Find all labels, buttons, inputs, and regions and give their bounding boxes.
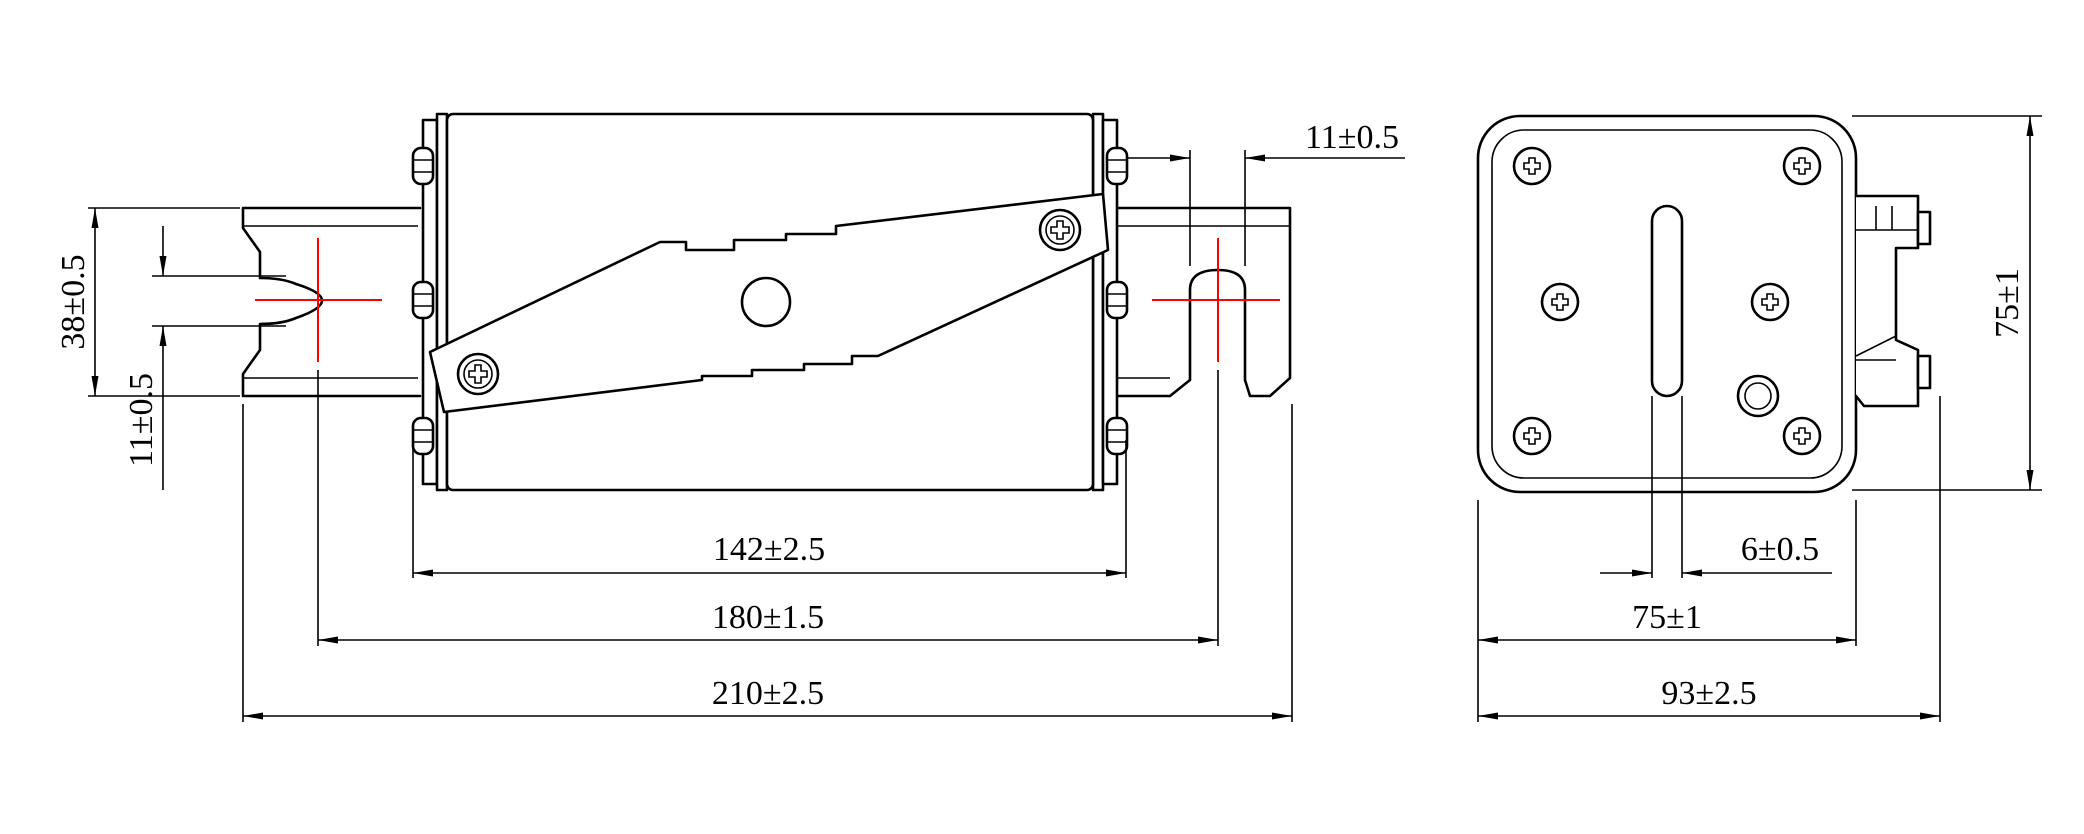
screw-icon — [1038, 208, 1082, 252]
indicator-hole — [740, 276, 792, 328]
dim-slot-height: 11±0.5 — [123, 226, 167, 490]
svg-text:11±0.5: 11±0.5 — [1305, 119, 1399, 156]
centerline-left — [255, 238, 382, 362]
screw-icon — [1782, 416, 1822, 456]
bolt-icon — [411, 416, 435, 456]
dim-blade-height: 38±0.5 — [55, 208, 99, 396]
screw-icon — [1512, 416, 1552, 456]
svg-text:11±0.5: 11±0.5 — [123, 373, 160, 467]
svg-text:6±0.5: 6±0.5 — [1741, 531, 1819, 568]
status-indicator — [1736, 374, 1780, 418]
front-view: 142±2.5 180±1.5 210±2.5 11±0.5 38±0.5 11… — [55, 112, 1405, 722]
dim-indicator-width: 6±0.5 — [1600, 531, 1832, 577]
left-blade — [241, 206, 422, 398]
bolt-icon — [1105, 146, 1129, 186]
right-end-plate — [1091, 112, 1105, 492]
dim-side-overall-width: 93±2.5 — [1478, 675, 1940, 720]
side-terminal — [1854, 194, 1932, 408]
indicator-slot — [1650, 204, 1684, 398]
centerline-right — [1152, 238, 1280, 362]
svg-text:142±2.5: 142±2.5 — [713, 531, 825, 568]
dim-overall-length: 210±2.5 — [243, 675, 1292, 720]
screw-icon — [456, 352, 500, 396]
svg-text:38±0.5: 38±0.5 — [55, 254, 92, 349]
dim-side-height: 75±1 — [1989, 116, 2034, 490]
dim-side-width: 75±1 — [1478, 599, 1856, 644]
dim-hole-spacing: 180±1.5 — [318, 599, 1218, 644]
side-view: 75±1 6±0.5 75±1 93±2.5 — [1476, 114, 2042, 722]
screw-icon — [1750, 282, 1790, 322]
screw-icon — [1782, 146, 1822, 186]
svg-text:93±2.5: 93±2.5 — [1661, 675, 1756, 712]
right-blade — [1103, 206, 1292, 398]
bolt-icon — [411, 146, 435, 186]
svg-text:75±1: 75±1 — [1632, 599, 1702, 636]
screw-icon — [1540, 282, 1580, 322]
dim-slot-width: 11±0.5 — [1128, 119, 1405, 162]
svg-text:210±2.5: 210±2.5 — [712, 675, 824, 712]
svg-text:180±1.5: 180±1.5 — [712, 599, 824, 636]
bolt-icon — [1105, 280, 1129, 320]
bolt-icon — [1105, 416, 1129, 456]
screw-icon — [1512, 146, 1552, 186]
indicator-strip — [428, 192, 1110, 414]
svg-text:75±1: 75±1 — [1989, 268, 2026, 338]
bolt-icon — [411, 280, 435, 320]
dim-body-length: 142±2.5 — [413, 531, 1126, 577]
